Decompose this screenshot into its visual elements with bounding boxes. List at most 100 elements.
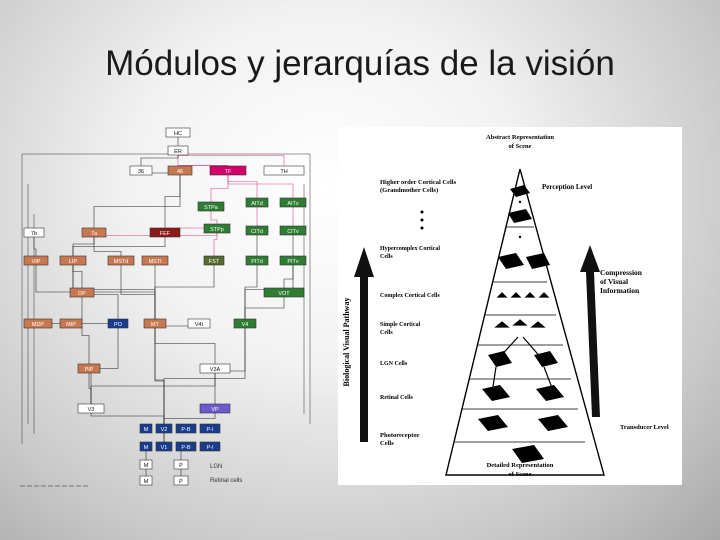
connection-line [244,292,285,324]
area-box-hc: HC [165,127,191,138]
lgn-label: LGN [210,464,222,470]
compression-arrow [580,245,600,417]
area-label: CITv [287,229,299,235]
area-box-aitd: AITd [245,197,269,208]
visual-pyramid-diagram: Biological Visual Pathway Abstract Repre… [338,127,682,485]
connection-line [210,170,229,207]
area-label: P [179,479,183,485]
area-label: PIP [85,367,94,373]
connection-line [164,170,181,233]
connection-line [227,170,294,203]
area-label: MT [151,322,160,328]
connection-line [213,228,218,261]
retinal-cells-pyramid-label: Retinal Cells [380,395,413,401]
area-label: MDP [32,322,45,328]
area-label: M [144,463,149,469]
connection-line [154,323,165,429]
connection-line [90,323,119,409]
area-label: DP [78,291,86,297]
area-label: V4t [195,322,204,328]
area-label: 36 [138,169,144,175]
slide-title: Módulos y jerarquías de la visión [105,44,615,83]
connection-line [154,323,165,447]
lgn-cells-label: LGN Cells [380,361,408,367]
area-label: FST [209,259,220,265]
ellipsis-dots [420,200,522,239]
area-label: 46 [177,169,183,175]
complex-label: Complex Cortical Cells [380,293,440,299]
pyramid-level-lines [455,226,585,443]
area-box-v3a: V3A [199,363,231,374]
area-label: HC [174,131,182,137]
higher-order-label: Higher order Cortical Cells(Grandmother … [380,179,457,194]
area-label: V3A [210,367,221,373]
area-label: STPa [204,205,219,211]
area-box-pitd: PITd [245,255,269,266]
area-label: MIP [66,322,76,328]
area-box-citv: CITv [279,225,307,236]
area-label: CITd [251,229,263,235]
area-box-7a: 7a [81,227,107,238]
area-box-msti: MSTl [141,255,169,266]
area-box-mip: MIP [59,318,83,329]
area-label: STPp [210,227,224,233]
area-box-v4: V4 [233,318,257,329]
cell-sheets [478,185,568,463]
area-box-lip: LIP [59,255,87,266]
area-box-dp: DP [69,287,95,298]
transducer-level-label: Transducer Level [620,424,669,431]
area-label: LIP [69,259,78,265]
connection-line [72,232,166,261]
area-box-p-lgn: P [173,459,189,470]
area-label: AITv [287,201,299,207]
area-label: PITd [251,259,263,265]
pathway-up-arrow [354,247,374,442]
area-box-v2: V2 [155,423,173,434]
area-box-46: 46 [167,165,193,176]
area-label: PITv [287,259,299,265]
area-label: P-I [206,445,214,451]
area-box-v4t: V4t [187,318,211,329]
area-label: TH [280,169,287,175]
area-box-pitv: PITv [279,255,307,266]
area-box-po: PO [107,318,129,329]
biological-pathway-label: Biological Visual Pathway [342,298,351,387]
area-box-th: TH [263,165,305,176]
area-label: P-B [181,427,191,433]
area-box-v3: V3 [77,403,105,414]
area-label: V2 [161,427,168,433]
area-box-m-v1: M [139,441,153,452]
area-box-vip: VIP [23,255,49,266]
area-box-fst: FST [203,255,225,266]
connection-line [244,260,258,324]
area-box-citd: CITd [245,225,269,236]
area-label: M [144,479,149,485]
area-box-vot: VOT [263,287,305,298]
area-label: ER [174,149,182,155]
area-box-v1: V1 [155,441,173,452]
connection-line [90,368,216,409]
area-box-7b: 7b [23,227,45,238]
connection-line [72,260,119,324]
area-box-p-rgc: P [173,475,189,486]
area-box-er: ER [167,145,189,156]
area-label: V1 [161,445,168,451]
area-box-vp: VP [199,403,231,414]
area-box-mdp: MDP [23,318,53,329]
connection-line [93,170,181,233]
connection-line [81,292,90,369]
area-label: M [144,427,149,433]
area-label: M [144,445,149,451]
area-label: VOT [278,291,290,297]
area-box-tf: TF [209,165,247,176]
area-label: VP [211,407,219,413]
area-box-pb-v2: P-B [175,423,197,434]
